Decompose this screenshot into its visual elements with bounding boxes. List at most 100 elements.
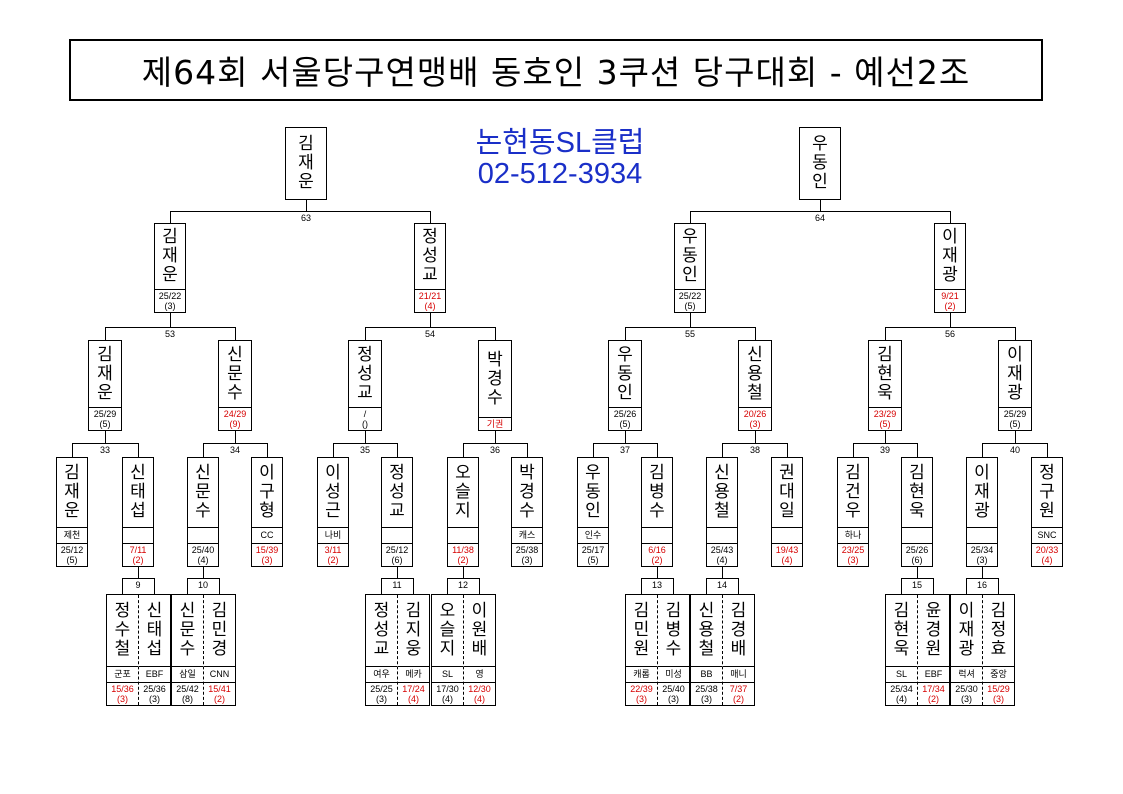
inning-value: (3) xyxy=(993,694,1004,704)
name-char: 욱 xyxy=(893,639,910,659)
bracket-line xyxy=(673,578,674,594)
bracket-line xyxy=(413,578,414,594)
name-char: 용 xyxy=(714,482,730,502)
inning-value: (6) xyxy=(911,555,923,565)
name-char: 성 xyxy=(325,482,341,502)
name-char: 신 xyxy=(130,463,146,483)
match-number: 33 xyxy=(99,445,110,455)
name-char: 수 xyxy=(179,639,196,659)
inning-value: (3) xyxy=(164,301,176,311)
bracket-line xyxy=(105,327,106,340)
score-value: 20/33 xyxy=(1035,545,1059,555)
name-char: 재 xyxy=(1007,363,1023,384)
name-char: 재 xyxy=(974,482,990,502)
player-score: 25/40(4) xyxy=(188,543,218,566)
bracket-line xyxy=(365,327,366,340)
player-score: 12/30(4) xyxy=(464,682,495,705)
player-score: 23/29(5) xyxy=(869,407,901,430)
bracket-line xyxy=(853,443,918,444)
score-value: 20/26 xyxy=(743,409,767,419)
name-char: 오 xyxy=(455,463,471,483)
name-char: 민 xyxy=(633,620,650,640)
name-char: 수 xyxy=(519,501,535,521)
bracket-line xyxy=(203,443,268,444)
name-char: 용 xyxy=(747,363,763,384)
match-number: 14 xyxy=(716,580,727,590)
bracket-line xyxy=(203,567,204,578)
name-char: 성 xyxy=(422,246,438,266)
inning-value: (3) xyxy=(636,694,647,704)
bracket-line xyxy=(495,327,496,340)
player-score: 22/39(3) xyxy=(626,682,657,705)
player-team: 캐스 xyxy=(512,527,542,543)
player-score: 기권 xyxy=(479,417,511,430)
name-char: 우 xyxy=(845,501,861,521)
bracket-line xyxy=(170,211,431,212)
score-value: 9/21 xyxy=(941,291,959,301)
player-team xyxy=(188,527,218,543)
name-char: 김 xyxy=(633,601,650,621)
inning-value: (3) xyxy=(668,694,679,704)
bracket-line xyxy=(122,578,155,579)
match-number: 9 xyxy=(135,580,141,590)
score-value: 25/42 xyxy=(176,684,199,694)
bracket-line xyxy=(690,313,691,327)
inning-value: (8) xyxy=(182,694,193,704)
bracket-line xyxy=(950,211,951,223)
player-team xyxy=(382,527,412,543)
inning-value: (2) xyxy=(944,301,956,311)
name-char: 이 xyxy=(471,601,488,621)
name-char: 김 xyxy=(405,601,422,621)
bracket-line xyxy=(722,567,723,578)
bracket-line xyxy=(998,578,999,594)
name-char: 권 xyxy=(779,463,795,483)
name-char: 김 xyxy=(877,344,893,365)
name-char: 경 xyxy=(519,482,535,502)
player-score: 25/29(5) xyxy=(89,407,121,430)
inning-value: (5) xyxy=(99,419,111,429)
bracket-line xyxy=(885,327,886,340)
name-char: 김 xyxy=(893,601,910,621)
match-number: 15 xyxy=(911,580,922,590)
bracket-line xyxy=(203,443,204,457)
match-number: 53 xyxy=(164,329,175,339)
name-char: 인 xyxy=(585,501,601,521)
score-value: 기권 xyxy=(486,419,504,429)
player-team: 캐롬 xyxy=(626,666,657,682)
inning-value: (4) xyxy=(1041,555,1053,565)
inning-value: (3) xyxy=(976,555,988,565)
score-value: 25/36 xyxy=(143,684,166,694)
player-score: 11/38(2) xyxy=(448,543,478,566)
match-number: 38 xyxy=(749,445,760,455)
player-score: 15/39(3) xyxy=(252,543,282,566)
bracket-line xyxy=(187,578,188,594)
name-char: 윤 xyxy=(925,601,942,621)
bracket-line xyxy=(901,578,934,579)
player-score: 25/26(5) xyxy=(609,407,641,430)
match-number: 12 xyxy=(457,580,468,590)
player-score: 25/12(6) xyxy=(382,543,412,566)
score-value: / xyxy=(363,409,367,419)
name-char: 동 xyxy=(585,482,601,502)
bracket-line xyxy=(625,327,626,340)
